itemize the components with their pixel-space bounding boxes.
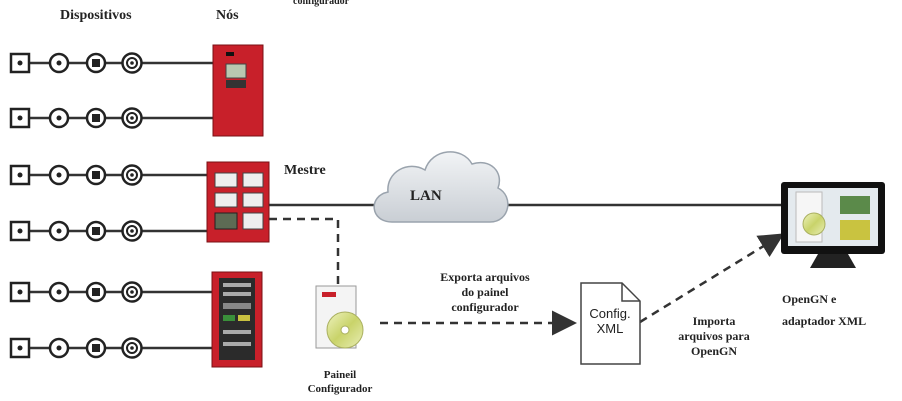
- module-device-icon: [85, 220, 107, 242]
- device-chains: [9, 52, 213, 359]
- export-line-1: Exporta arquivos: [440, 270, 530, 284]
- config-xml-file-icon: [580, 282, 641, 365]
- import-arrow: [639, 233, 785, 324]
- module-device-icon: [85, 164, 107, 186]
- sounder-device-icon: [121, 52, 143, 74]
- device-row: [9, 164, 207, 186]
- config-xml-line-1: Config.: [589, 306, 631, 321]
- opengn-line-1: OpenGN e: [782, 292, 837, 306]
- nodes-header: Nós: [216, 8, 239, 23]
- configurator-panel-label: Paineil Configurador: [300, 368, 380, 396]
- painel-line-2: Configurador: [307, 383, 373, 395]
- device-row: [9, 52, 213, 74]
- sounder-device-icon: [121, 164, 143, 186]
- square-device-icon: [9, 52, 31, 74]
- module-device-icon: [85, 337, 107, 359]
- master-label: Mestre: [284, 163, 326, 178]
- node-panel-3: [211, 271, 263, 368]
- devices-header: Dispositivos: [60, 8, 132, 23]
- master-panel: [206, 161, 270, 243]
- module-device-icon: [85, 107, 107, 129]
- opengn-monitor: [781, 182, 885, 268]
- square-device-icon: [9, 164, 31, 186]
- sounder-device-icon: [121, 107, 143, 129]
- config-xml-label: Config. XML: [582, 306, 638, 336]
- export-label: Exporta arquivos do painel configurador: [420, 270, 550, 315]
- opengn-label: OpenGN e adaptador XML: [782, 288, 866, 332]
- module-device-icon: [85, 52, 107, 74]
- square-device-icon: [9, 281, 31, 303]
- detector-device-icon: [48, 337, 70, 359]
- device-row: [9, 107, 213, 129]
- node-panel-1: [212, 44, 264, 137]
- device-row: [9, 337, 212, 359]
- import-line-1: Importa: [692, 314, 736, 328]
- import-label: Importa arquivos para OpenGN: [664, 314, 764, 359]
- import-line-2: arquivos para: [678, 329, 750, 343]
- sounder-device-icon: [121, 220, 143, 242]
- import-line-3: OpenGN: [690, 344, 737, 358]
- detector-device-icon: [48, 164, 70, 186]
- export-dashed-line: [269, 217, 340, 285]
- export-line-3: configurador: [451, 300, 519, 314]
- configurator-software-icon: [315, 285, 364, 349]
- lan-label: LAN: [410, 188, 442, 204]
- square-device-icon: [9, 107, 31, 129]
- config-xml-line-2: XML: [596, 321, 624, 336]
- export-line-2: do painel: [461, 285, 509, 299]
- top-cut-label: configurador: [293, 0, 350, 7]
- square-device-icon: [9, 337, 31, 359]
- detector-device-icon: [48, 107, 70, 129]
- module-device-icon: [85, 281, 107, 303]
- sounder-device-icon: [121, 281, 143, 303]
- detector-device-icon: [48, 220, 70, 242]
- detector-device-icon: [48, 52, 70, 74]
- device-row: [9, 281, 212, 303]
- square-device-icon: [9, 220, 31, 242]
- lan-cloud: [373, 151, 509, 223]
- device-row: [9, 220, 207, 242]
- opengn-line-2: adaptador XML: [782, 314, 867, 328]
- sounder-device-icon: [121, 337, 143, 359]
- detector-device-icon: [48, 281, 70, 303]
- painel-line-1: Paineil: [323, 369, 357, 381]
